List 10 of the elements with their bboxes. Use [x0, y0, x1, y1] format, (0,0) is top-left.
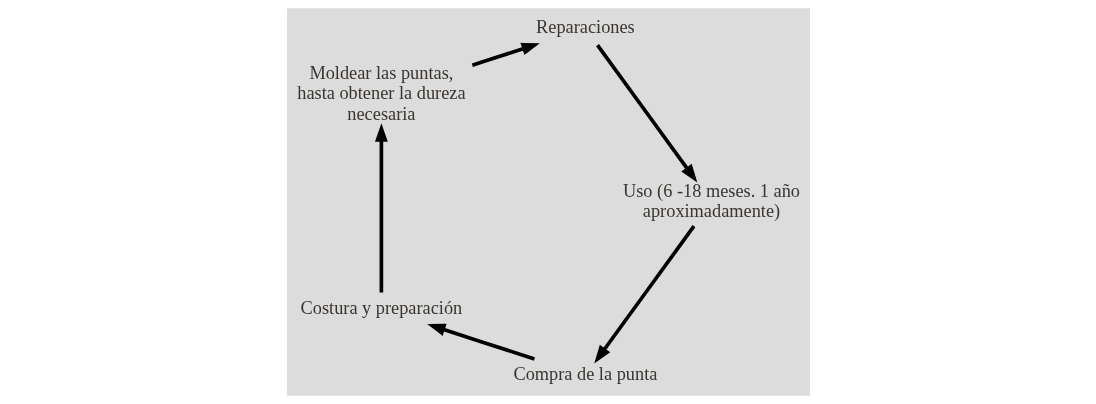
arrow [471, 42, 540, 67]
node-text: Costura y preparación [300, 297, 462, 318]
node-text: Compra de la punta [512, 364, 657, 385]
arrow [374, 123, 388, 293]
node-text: Reparaciones [535, 17, 635, 38]
arrow [595, 44, 697, 183]
node-text: Uso (6 -18 meses. 1 año aproximadamente) [622, 180, 800, 221]
node-text: Moldear las puntas, hasta obtener la dureza necesaria [296, 63, 466, 124]
arrow [593, 225, 695, 364]
arrow [426, 323, 535, 361]
